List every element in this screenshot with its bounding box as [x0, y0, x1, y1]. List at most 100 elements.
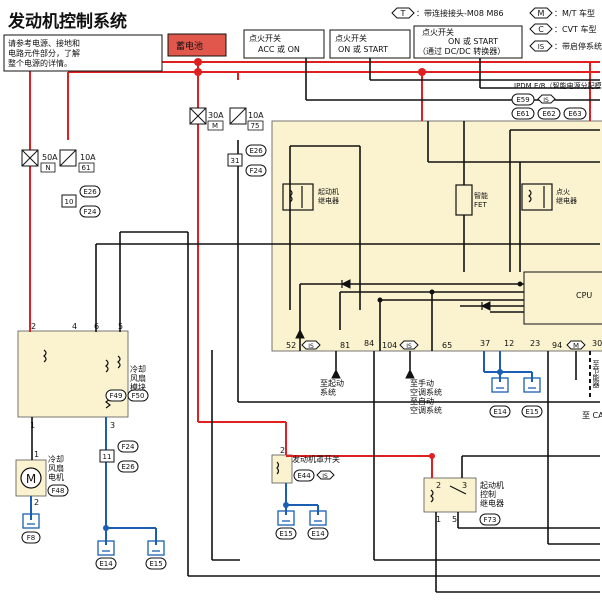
legend-t-text: ：带连接接头-M08 M86 — [416, 8, 504, 18]
ground-junctions — [103, 369, 503, 531]
term-12: 12 — [504, 339, 514, 348]
dest-ac-1: 至手动 — [410, 378, 434, 388]
smart-fet-label-2: FET — [474, 201, 487, 209]
fuse-50a-id: N — [45, 164, 50, 172]
ground-symbols — [22, 377, 541, 556]
tag-e26-c: E26 — [121, 463, 135, 471]
fuse-10a-75-amp: 10A — [248, 111, 264, 120]
note-box — [3, 34, 163, 72]
term-104-is: IS — [406, 343, 412, 350]
legend-is-text: ：带启停系统 — [554, 41, 602, 51]
term-94-m: M — [573, 342, 579, 350]
junction-dots — [194, 58, 435, 459]
tag-e14-b: E14 — [311, 530, 325, 538]
term-84: 84 — [364, 339, 374, 348]
tag-f8: F8 — [27, 534, 35, 542]
switch-3-line-2: ON 或 START — [448, 36, 498, 46]
diode-symbols — [295, 279, 491, 379]
ipdm-ign-relay-label-2: 继电器 — [556, 196, 577, 205]
tag-is-e59: IS — [543, 97, 549, 104]
hood-switch-label: 发动机罩开关 — [292, 454, 340, 464]
fan-motor-pin-2: 2 — [34, 498, 39, 507]
ipdm-title: IPDM E/R（智能电源分配模块 发动机室） — [514, 81, 602, 90]
motor-m-letter: M — [26, 472, 36, 486]
starter-ctrl-pin-2: 2 — [436, 481, 441, 490]
switch-box-acc: 点火开关 ACC 或 ON — [243, 29, 325, 59]
fuse-labels: 50A N 10A 61 30A M 10A 75 — [40, 111, 264, 173]
diagram-title: 发动机控制系统 — [7, 11, 127, 32]
fan-motor-label-1: 冷却 — [48, 454, 64, 464]
fan-pin-6: 6 — [94, 322, 99, 331]
tag-e63: E63 — [568, 110, 581, 118]
legend-c-text: ：CVT 车型 — [554, 24, 597, 34]
starter-ctrl-pin-3: 3 — [462, 481, 467, 490]
dest-starting-2: 系统 — [320, 387, 336, 397]
switch-1-line-2: ACC 或 ON — [258, 44, 300, 54]
switch-2-line-1: 点火开关 — [335, 33, 367, 43]
tag-e15-a: E15 — [149, 560, 162, 568]
hood-switch-body — [271, 454, 293, 484]
term-37: 37 — [480, 339, 490, 348]
fan-motor-label-2: 风扇 — [48, 463, 64, 473]
tag-f73: F73 — [484, 516, 497, 524]
starter-ctrl-relay-label-2: 控制 — [480, 489, 496, 499]
fan-motor-symbol — [20, 467, 42, 489]
dest-ac-2: 空调系统 — [410, 387, 442, 397]
tag-10: 10 — [65, 198, 74, 206]
dest-starting-1: 至起动 — [320, 378, 344, 388]
starter-ctrl-relay-label-1: 起动机 — [480, 480, 504, 490]
dest-ac-4: 空调系统 — [410, 405, 442, 415]
cpu-box — [523, 271, 602, 325]
fan-pin-2: 2 — [31, 322, 36, 331]
tag-f24-b: F24 — [250, 167, 263, 175]
fuse-50a-amp: 50A — [42, 153, 58, 162]
dest-vert: 至节能器 — [592, 360, 600, 389]
tag-31: 31 — [231, 157, 240, 165]
legend: T ：带连接接头-M08 M86 M ：M/T 车型 C ：CVT 车型 IS … — [391, 7, 602, 52]
battery-box — [167, 33, 227, 57]
tag-f48: F48 — [52, 487, 65, 495]
tag-e26-a: E26 — [83, 188, 97, 196]
ipdm-starter-relay-label-1: 起动机 — [318, 187, 339, 196]
fuse-30a-id: M — [212, 122, 218, 130]
term-23: 23 — [530, 339, 540, 348]
dest-ac-3: 至自动 — [410, 396, 434, 406]
fan-pin-1: 1 — [30, 421, 35, 430]
term-52: 52 — [286, 341, 296, 350]
ipdm-terminals: 52 IS 81 84 104 IS 65 37 12 23 94 M 30 — [286, 339, 602, 350]
switch-3-line-3: （通过 DC/DC 转换器） — [418, 46, 505, 56]
fuse-30a-amp: 30A — [208, 111, 224, 120]
term-52-is: IS — [308, 343, 314, 350]
fuse-10a-75-id: 75 — [251, 122, 260, 130]
fan-module-label-1: 冷却 — [130, 364, 146, 374]
ipdm-ign-relay-label-1: 点火 — [556, 188, 570, 196]
tag-e61: E61 — [516, 110, 529, 118]
switch-box-on-start: 点火开关 ON 或 START — [329, 29, 411, 59]
tag-f50: F50 — [132, 392, 145, 400]
switch-3-line-1: 点火开关 — [422, 27, 454, 37]
term-30: 30 — [592, 339, 602, 348]
fan-module-label-2: 风扇 — [130, 373, 146, 383]
legend-m-code: M — [538, 9, 545, 18]
battery-label: 蓄电池 — [176, 40, 203, 52]
tag-e26-b: E26 — [249, 147, 263, 155]
starter-ctrl-relay-label-3: 继电器 — [480, 498, 504, 508]
fan-pin-4: 4 — [72, 322, 77, 331]
tag-e62: E62 — [542, 110, 555, 118]
switch-1-line-1: 点火开关 — [249, 33, 281, 43]
tag-11: 11 — [103, 453, 112, 461]
fuse-10a-61-amp: 10A — [80, 153, 96, 162]
fuse-symbols — [21, 107, 247, 167]
tag-f24-a: F24 — [84, 208, 97, 216]
switch-box-dcdc: 点火开关 ON 或 START （通过 DC/DC 转换器） — [413, 25, 523, 59]
tag-is-e44: IS — [322, 473, 328, 480]
power-wires — [29, 61, 600, 478]
legend-is-code: IS — [538, 43, 545, 51]
tag-f49: F49 — [110, 392, 123, 400]
legend-c-code: C — [538, 25, 544, 34]
ipdm-starter-relay-label-2: 继电器 — [318, 196, 339, 205]
fan-module-pins: 2 4 6 5 1 3 — [30, 322, 123, 430]
cpu-label: CPU — [576, 291, 592, 300]
fan-pin-3: 3 — [110, 421, 115, 430]
